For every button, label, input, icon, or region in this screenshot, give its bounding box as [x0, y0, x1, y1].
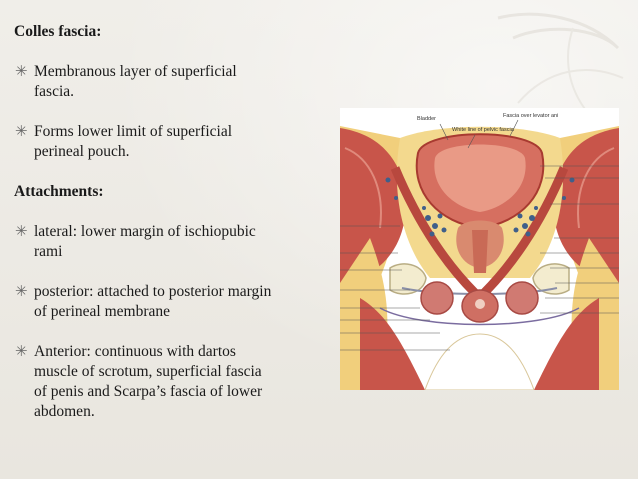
list-item: ✳ Anterior: continuous with dartos muscl… — [14, 342, 344, 422]
asterisk-bullet-icon: ✳ — [15, 64, 28, 80]
decorative-flourish-icon — [497, 12, 624, 114]
colles-fascia-heading: Colles fascia: — [14, 23, 102, 40]
attachments-heading: Attachments: — [14, 183, 104, 200]
list-item: ✳ posterior: attached to posterior margi… — [14, 282, 344, 322]
white-line-label: White line of pelvic fascia — [452, 127, 514, 133]
pelvic-anatomy-figure: Bladder Fascia over levator ani White li… — [340, 108, 619, 390]
list-item: ✳ Forms lower limit of superficial perin… — [14, 122, 344, 162]
list-item: ✳ Membranous layer of superficial fascia… — [14, 62, 344, 102]
bullet-text: muscle of scrotum, superficial fascia — [34, 363, 262, 380]
asterisk-bullet-icon: ✳ — [15, 124, 28, 140]
bullet-text: Anterior: continuous with dartos — [34, 343, 236, 360]
bullet-text: of perineal membrane — [34, 303, 170, 320]
bullet-text: perineal pouch. — [34, 143, 130, 160]
list-item: ✳ lateral: lower margin of ischiopubic r… — [14, 222, 344, 262]
bladder-label: Bladder — [417, 116, 436, 122]
asterisk-bullet-icon: ✳ — [15, 284, 28, 300]
bullet-text: of penis and Scarpa’s fascia of lower — [34, 383, 263, 400]
asterisk-bullet-icon: ✳ — [15, 344, 28, 360]
bullet-text: lateral: lower margin of ischiopubic — [34, 223, 256, 240]
bullet-text: fascia. — [34, 83, 75, 100]
bullet-text: abdomen. — [34, 403, 95, 420]
bullet-text: rami — [34, 243, 63, 260]
bullet-text: posterior: attached to posterior margin — [34, 283, 272, 300]
attachments-list: ✳ lateral: lower margin of ischiopubic r… — [14, 222, 344, 422]
pelvis-illustration — [340, 119, 619, 390]
colles-fascia-list: ✳ Membranous layer of superficial fascia… — [14, 62, 344, 162]
bullet-text: Forms lower limit of superficial — [34, 123, 233, 140]
bullet-text: Membranous layer of superficial — [34, 63, 237, 80]
fascia-levator-label: Fascia over levator ani — [503, 113, 559, 119]
asterisk-bullet-icon: ✳ — [15, 224, 28, 240]
slide-text: Colles fascia: ✳ Membranous layer of sup… — [14, 22, 344, 422]
